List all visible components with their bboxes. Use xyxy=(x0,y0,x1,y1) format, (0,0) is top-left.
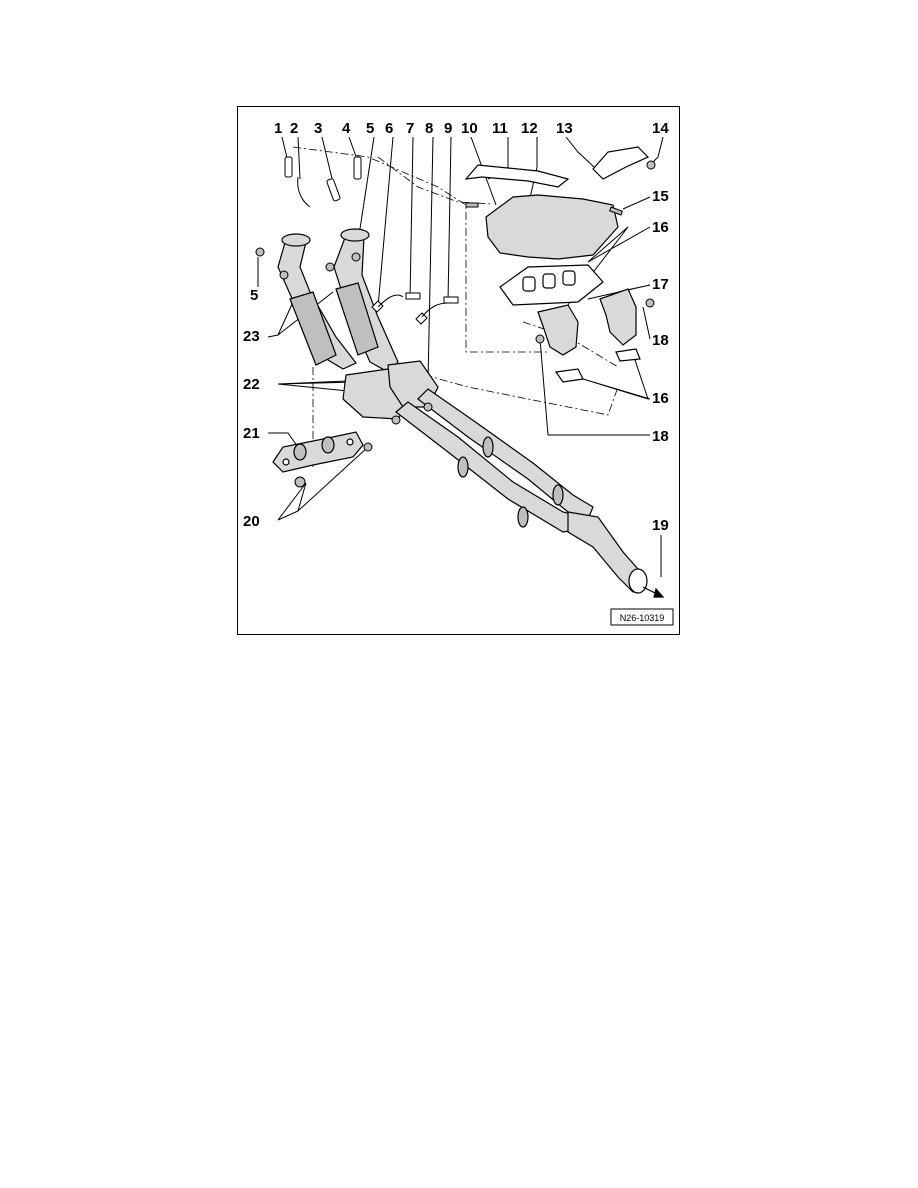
callout-18-right: 18 xyxy=(652,332,669,349)
sensor-wire-6 xyxy=(377,294,404,308)
callout-2: 2 xyxy=(290,120,298,137)
bolt-10 xyxy=(465,202,479,208)
oxygen-sensor-3 xyxy=(326,178,341,202)
gasket-port-1 xyxy=(522,276,536,292)
nut-20-b xyxy=(363,442,373,452)
clamp-3 xyxy=(552,484,564,506)
leader-7 xyxy=(409,136,414,300)
callout-13: 13 xyxy=(556,120,573,137)
exhaust-system-exploded-view: 1 2 3 4 5 5 6 7 8 9 10 11 12 13 14 15 16… xyxy=(243,120,674,626)
leader-8 xyxy=(427,136,434,383)
exhaust-manifold-right xyxy=(599,288,637,346)
nut-14 xyxy=(646,160,656,170)
flange-right xyxy=(340,228,370,242)
leader-13 xyxy=(565,136,595,168)
bracket-hole-1 xyxy=(282,458,290,466)
gasket-port-3 xyxy=(562,270,576,286)
assembly-line-16 xyxy=(522,321,619,368)
callout-7: 7 xyxy=(406,120,414,137)
nut-catalytic xyxy=(391,415,401,425)
leader-15 xyxy=(622,196,651,210)
assembly-line-mid xyxy=(377,156,494,205)
bracket-rubber-2 xyxy=(321,436,335,454)
callout-12: 12 xyxy=(521,120,538,137)
nut-5-left xyxy=(255,247,265,257)
nut-20-a xyxy=(294,476,306,488)
leader-20 xyxy=(277,446,369,521)
nut-5-top xyxy=(351,252,361,262)
sensor-wire-2 xyxy=(297,176,311,208)
clamp-2 xyxy=(457,456,469,478)
callout-16-top: 16 xyxy=(652,219,669,236)
flex-pipe-right xyxy=(335,282,379,356)
callout-3: 3 xyxy=(314,120,322,137)
diagram-frame: 1 2 3 4 5 5 6 7 8 9 10 11 12 13 14 15 16… xyxy=(237,106,680,635)
callout-21: 21 xyxy=(243,425,260,442)
callout-22: 22 xyxy=(243,376,260,393)
nut-catalytic-2 xyxy=(423,402,433,412)
pipe-branch-lower xyxy=(395,401,584,533)
callout-15: 15 xyxy=(652,188,669,205)
tail-pipe-outlet xyxy=(628,568,648,594)
oxygen-sensor-1 xyxy=(284,156,293,178)
nut-18-right xyxy=(645,298,655,308)
callout-17: 17 xyxy=(652,276,669,293)
flex-pipe-left xyxy=(289,291,337,366)
clamp-4 xyxy=(517,506,529,528)
oxygen-sensor-7 xyxy=(405,292,421,300)
bolt-15 xyxy=(609,206,623,216)
oxygen-sensor-6 xyxy=(371,300,384,313)
gasket-16-bottom-right xyxy=(615,348,641,362)
callout-5-top: 5 xyxy=(366,120,374,137)
bracket-13 xyxy=(592,146,650,180)
exhaust-manifold-left xyxy=(537,304,579,356)
callout-11: 11 xyxy=(492,120,508,137)
pipe-branch-upper xyxy=(417,388,594,520)
reference-code: N26-10319 xyxy=(620,613,665,623)
leader-16-bottom xyxy=(582,353,651,400)
leader-12 xyxy=(527,137,538,208)
leader-21 xyxy=(268,432,299,448)
leader-18-right xyxy=(642,306,651,340)
nut-right-pipe xyxy=(325,262,335,272)
callout-20: 20 xyxy=(243,513,260,530)
nut-18-bottom xyxy=(535,334,545,344)
oxygen-sensor-4 xyxy=(353,156,362,180)
oxygen-sensor-9 xyxy=(443,296,459,304)
clamp-1 xyxy=(482,436,494,458)
callout-10: 10 xyxy=(461,120,478,137)
leader-18-bottom xyxy=(539,338,650,436)
flange-left xyxy=(281,233,311,247)
leader-16-top xyxy=(567,226,651,306)
callout-8: 8 xyxy=(425,120,433,137)
oxygen-sensor-8 xyxy=(415,312,428,325)
gasket-16-bottom-left xyxy=(554,368,584,383)
front-pipe-left xyxy=(277,238,357,370)
leader-6 xyxy=(377,136,394,308)
callout-18-bottom: 18 xyxy=(652,428,669,445)
callout-23: 23 xyxy=(243,328,260,345)
nut-left-pipe xyxy=(279,270,289,280)
callout-6: 6 xyxy=(385,120,393,137)
assembly-line-bottom xyxy=(377,361,619,416)
callout-4: 4 xyxy=(342,120,351,137)
bracket-hole-2 xyxy=(346,438,354,446)
gasket-port-2 xyxy=(542,273,556,289)
callout-14: 14 xyxy=(652,120,669,137)
leader-9 xyxy=(447,136,452,303)
leader-2 xyxy=(297,136,301,180)
mounting-bracket-21 xyxy=(272,431,364,473)
heat-shield xyxy=(485,194,619,260)
callout-9: 9 xyxy=(444,120,452,137)
heat-shield-bracket-11 xyxy=(464,164,570,188)
callout-16-bottom: 16 xyxy=(652,390,669,407)
outlet-arrow-head xyxy=(653,587,665,598)
sensor-wire-8 xyxy=(421,302,449,318)
reference-code-box: N26-10319 xyxy=(610,608,674,626)
bracket-rubber-1 xyxy=(293,443,307,461)
callout-1: 1 xyxy=(274,120,282,137)
callout-5-left: 5 xyxy=(250,287,258,304)
callout-19: 19 xyxy=(652,517,669,534)
